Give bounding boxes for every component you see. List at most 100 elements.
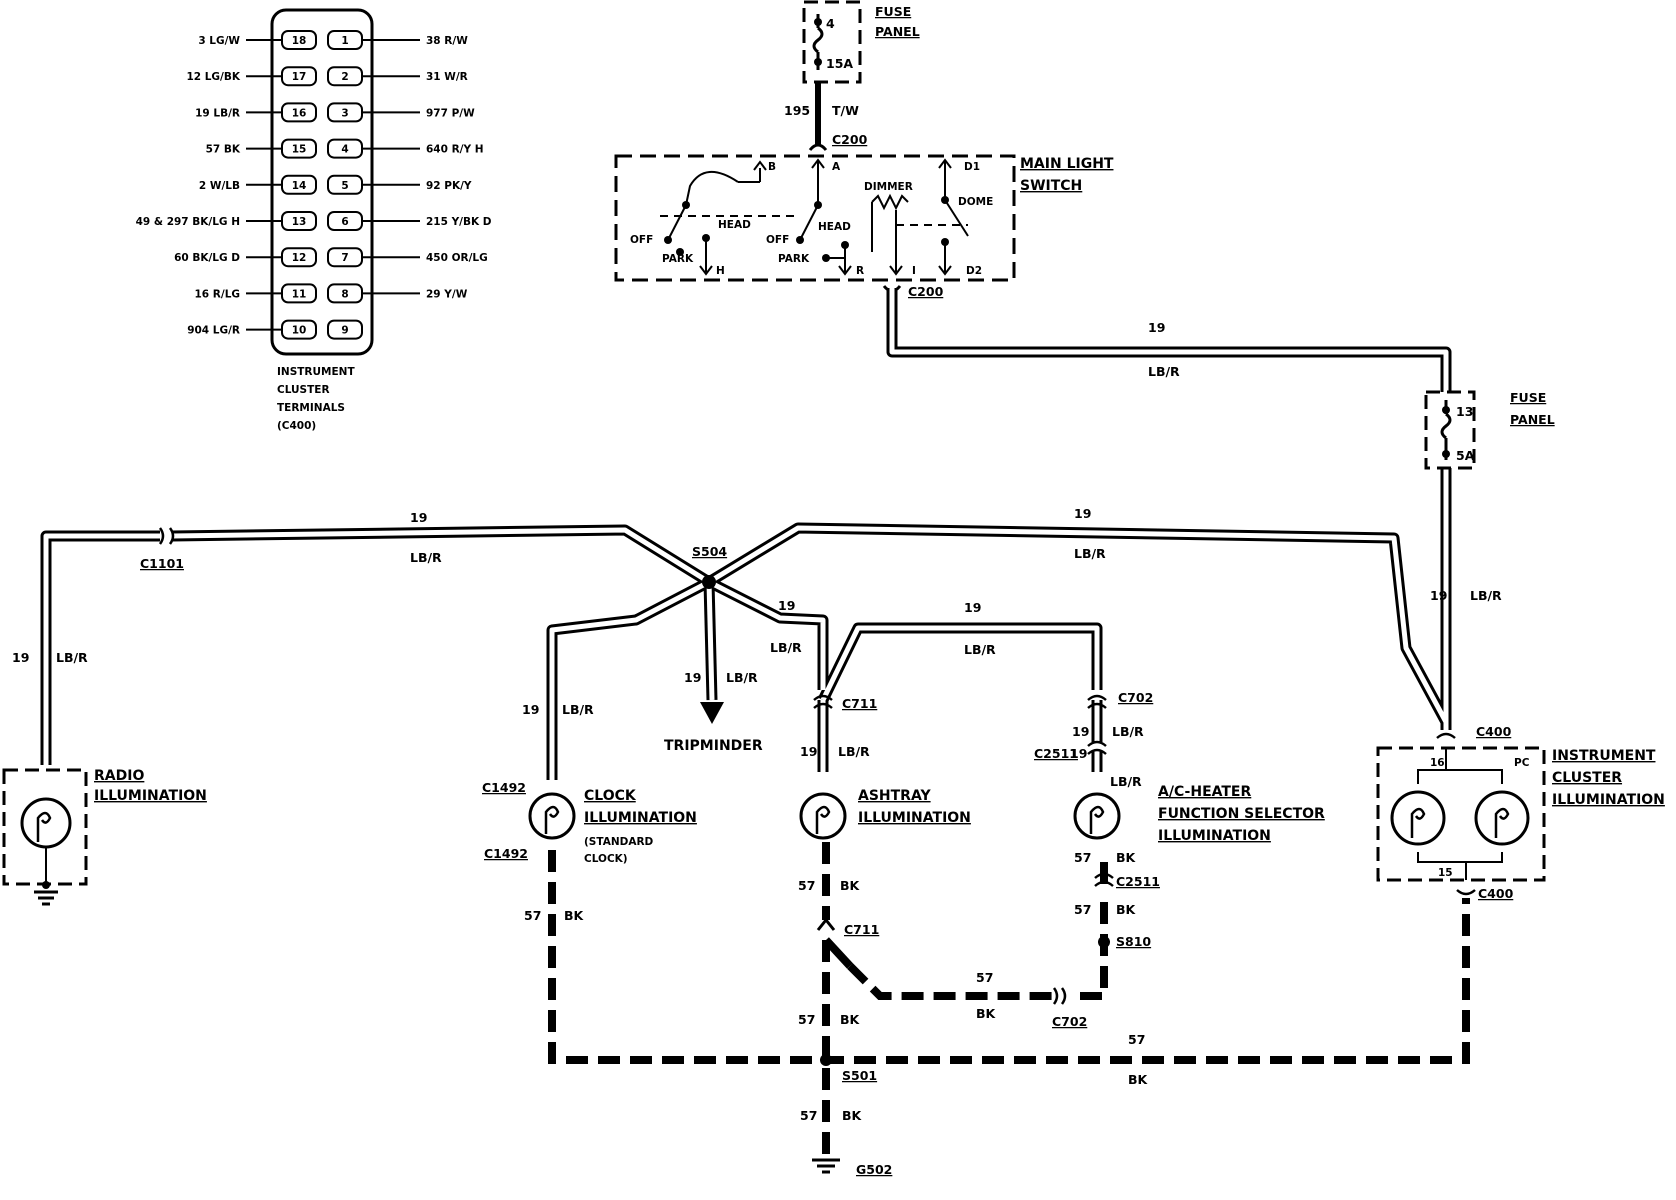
cluster-terminal-right-label: 29 Y/W: [426, 288, 468, 300]
conn-c400-top: C400: [1476, 724, 1512, 739]
label-lbr-i: LB/R: [964, 642, 996, 657]
feed-color: T/W: [832, 103, 859, 118]
acheater-title-2: FUNCTION SELECTOR: [1158, 806, 1325, 822]
circuit-19-lbr: [40, 288, 1452, 780]
switch-term-b: B: [768, 161, 776, 173]
radio-title-2: ILLUMINATION: [94, 788, 207, 804]
switch-dome: DOME: [958, 196, 993, 208]
cluster-pin-right: [327, 319, 363, 340]
conn-s501: S501: [842, 1068, 877, 1083]
label-lbr-j: LB/R: [838, 744, 870, 759]
switch-off-1: OFF: [630, 234, 653, 246]
conn-c1101: C1101: [140, 556, 184, 571]
cluster-terminal-right-label: 215 Y/BK D: [426, 216, 492, 228]
cluster-terminal-right-label: 31 W/R: [426, 71, 468, 83]
cluster-terminals-title-1: INSTRUMENT: [277, 366, 355, 378]
cluster-pin-16: 16: [1430, 757, 1445, 769]
conn-c711-bottom: C711: [844, 922, 879, 937]
label-bk-e: BK: [976, 1006, 997, 1021]
fuse-right-cavity: 13: [1456, 404, 1473, 419]
fuse-top-cavity: 4: [826, 16, 835, 31]
tripminder-label: TRIPMINDER: [664, 738, 763, 754]
conn-c400-bottom: C400: [1478, 886, 1514, 901]
switch-park-1: PARK: [662, 253, 694, 265]
fuse-right-rating: 5A: [1456, 448, 1475, 463]
ashtray-illumination-bulb-icon: [799, 792, 847, 840]
cluster-title-1: INSTRUMENT: [1552, 748, 1656, 764]
fuse-panel-top: 4 15A FUSE PANEL: [802, 0, 920, 84]
switch-term-a: A: [832, 161, 841, 173]
cluster-pin-left-number: 12: [292, 252, 307, 264]
label-lbr-b: LB/R: [410, 550, 442, 565]
label-19-j: 19: [800, 744, 817, 759]
ashtray-title-2: ILLUMINATION: [858, 810, 971, 826]
fuse-panel-right: 13 5A FUSE PANEL: [1424, 390, 1555, 470]
cluster-title-2: CLUSTER: [1552, 770, 1622, 786]
label-lbr-h: LB/R: [770, 640, 802, 655]
cluster-terminal-right-label: 450 OR/LG: [426, 252, 488, 264]
feed-circuit: 195: [784, 103, 810, 118]
cluster-terminal-left-label: 12 LG/BK: [186, 71, 240, 83]
cluster-terminal-left-label: 49 & 297 BK/LG H: [136, 216, 240, 228]
switch-term-h: H: [716, 265, 725, 277]
label-19-l: 19: [1070, 746, 1087, 761]
main-light-switch: B OFF PARK HEAD H A OFF PARK HEAD R DIMM…: [614, 154, 1114, 282]
switch-c200-top: C200: [832, 132, 868, 147]
cluster-pin-right-number: 3: [341, 107, 348, 119]
cluster-pin-left-number: 16: [292, 107, 307, 119]
fuse-top-title-1: FUSE: [875, 4, 911, 19]
label-19-b: 19: [410, 510, 427, 525]
acheater-illumination-bulb-icon: [1073, 792, 1121, 840]
s810-splice: [1098, 936, 1110, 948]
cluster-terminals-title-4: (C400): [277, 420, 316, 432]
cluster-pin-right-number: 2: [341, 71, 348, 83]
switch-c200-bottom: C200: [908, 284, 944, 299]
label-57-a: 57: [524, 908, 541, 923]
cluster-terminal-left-label: 60 BK/LG D: [174, 252, 240, 264]
label-19-f: 19: [522, 702, 539, 717]
cluster-terminal-left-label: 2 W/LB: [199, 180, 240, 192]
fuse-right-title-1: FUSE: [1510, 390, 1546, 405]
ashtray-title-1: ASHTRAY: [858, 788, 931, 804]
cluster-pin-right-number: 8: [341, 288, 348, 300]
fuse-top-rating: 15A: [826, 56, 853, 71]
label-19-c: 19: [1074, 506, 1091, 521]
cluster-illumination-bulbs-icon: [1376, 746, 1546, 882]
conn-g502: G502: [856, 1162, 892, 1177]
label-57-e: 57: [976, 970, 993, 985]
label-bk-b: BK: [840, 878, 861, 893]
label-lbr-f: LB/R: [562, 702, 594, 717]
switch-term-r: R: [856, 265, 864, 277]
label-bk-a: BK: [564, 908, 585, 923]
cluster-pin-15: 15: [1438, 867, 1453, 879]
label-19-i: 19: [964, 600, 981, 615]
label-57-d: 57: [1074, 902, 1091, 917]
cluster-pin-left-number: 11: [292, 288, 307, 300]
cluster-terminal-right-label: 38 R/W: [426, 35, 468, 47]
label-bk-d: BK: [1116, 902, 1137, 917]
label-57-f: 57: [798, 1012, 815, 1027]
s504-splice: [702, 575, 716, 589]
label-19-g: 19: [684, 670, 701, 685]
radio-title-1: RADIO: [94, 768, 144, 784]
clock-title-4: CLOCK): [584, 853, 628, 865]
cluster-title-3: ILLUMINATION: [1552, 792, 1665, 808]
label-19-a: 19: [1148, 320, 1165, 335]
clock-title-2: ILLUMINATION: [584, 810, 697, 826]
label-lbr-a: LB/R: [1148, 364, 1180, 379]
cluster-terminal-left-label: 16 R/LG: [195, 288, 241, 300]
label-bk-f: BK: [840, 1012, 861, 1027]
conn-c702-top: C702: [1118, 690, 1153, 705]
cluster-pin-right-number: 7: [341, 252, 348, 264]
conn-c2511-bottom: C2511: [1116, 874, 1160, 889]
cluster-pin-left-number: 10: [292, 325, 307, 337]
s501-splice: [820, 1054, 832, 1066]
cluster-terminal-left-label: 904 LG/R: [187, 325, 240, 337]
cluster-terminal-left-label: 19 LB/R: [195, 107, 240, 119]
label-57-c: 57: [1074, 850, 1091, 865]
label-lbr-g: LB/R: [726, 670, 758, 685]
conn-s810: S810: [1116, 934, 1151, 949]
label-57-h: 57: [800, 1108, 817, 1123]
conn-s504: S504: [692, 544, 727, 559]
